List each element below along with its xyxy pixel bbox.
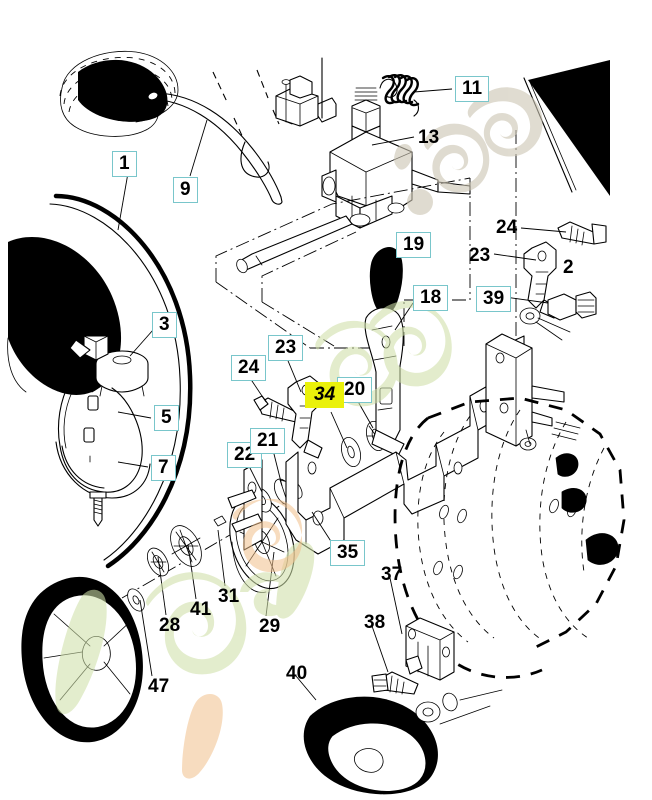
callout-1[interactable]: 1 (112, 151, 137, 177)
callout-47[interactable]: 47 (148, 676, 170, 697)
callout-24-top[interactable]: 24 (496, 217, 518, 238)
callout-40[interactable]: 40 (286, 663, 308, 684)
deck-top-fasteners (519, 421, 619, 565)
part-7-screw (89, 491, 107, 527)
callout-34-highlighted[interactable]: 34 (305, 382, 345, 408)
part-13-gearbox (321, 57, 471, 229)
part-38-bolt (371, 671, 419, 695)
callout-13[interactable]: 13 (418, 127, 440, 148)
part-37-bracket (405, 617, 455, 681)
part-41-sprocket (170, 525, 202, 567)
callout-18[interactable]: 18 (413, 285, 449, 311)
callout-3[interactable]: 3 (152, 312, 177, 338)
right-vertical-bracket (485, 333, 565, 447)
steering-shaft (236, 215, 353, 274)
part-24-bolt-right (557, 221, 607, 246)
upper-rod-phantom (212, 69, 280, 178)
callout-7[interactable]: 7 (151, 455, 176, 481)
callout-41[interactable]: 41 (190, 599, 212, 620)
part-34-washer (341, 436, 361, 468)
upper-tire-phantom (59, 50, 179, 137)
callout-11[interactable]: 11 (455, 76, 490, 102)
callout-21[interactable]: 21 (250, 428, 286, 454)
callout-35[interactable]: 35 (330, 540, 366, 566)
callout-19[interactable]: 19 (396, 232, 432, 258)
callout-31[interactable]: 31 (218, 586, 240, 607)
callout-23-mid[interactable]: 23 (268, 335, 304, 361)
callout-28[interactable]: 28 (159, 615, 181, 636)
callout-20[interactable]: 20 (337, 377, 373, 403)
callout-24-mid[interactable]: 24 (231, 355, 267, 381)
part-5-7-body (55, 335, 151, 527)
callout-23-top[interactable]: 23 (469, 245, 491, 266)
callout-39[interactable]: 39 (476, 286, 512, 312)
callout-29[interactable]: 29 (259, 616, 281, 637)
part-40-tire (303, 696, 438, 795)
callout-5[interactable]: 5 (154, 405, 179, 431)
part-31-key (213, 515, 227, 527)
part-3-cap (95, 350, 149, 397)
part-9-hose (147, 91, 283, 205)
callout-9[interactable]: 9 (173, 177, 198, 203)
callout-37[interactable]: 37 (381, 564, 403, 585)
part-39-fastener (519, 291, 597, 341)
part-28-bearing (146, 547, 170, 577)
bottom-small-fasteners (415, 689, 503, 725)
callout-2[interactable]: 2 (563, 257, 574, 278)
callout-38[interactable]: 38 (364, 612, 386, 633)
